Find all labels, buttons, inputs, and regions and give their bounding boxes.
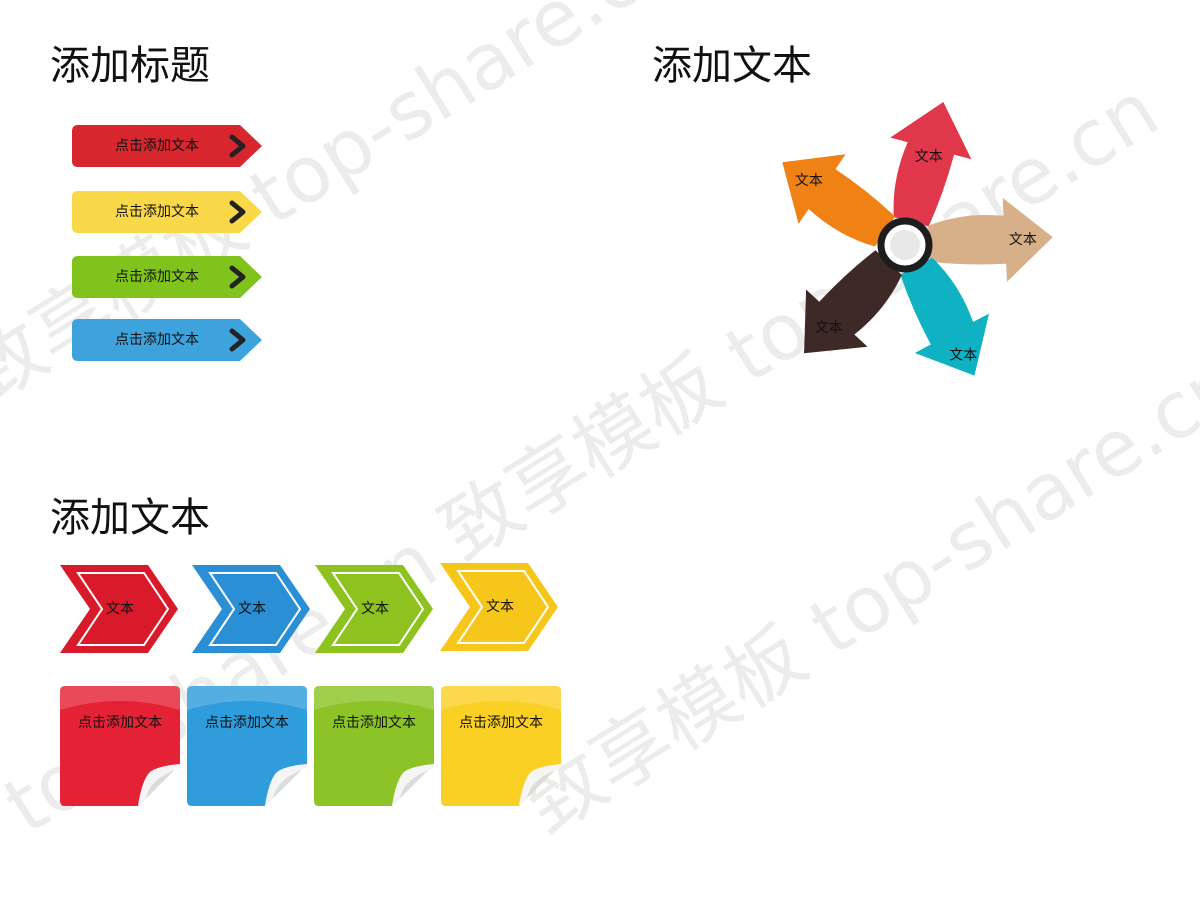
chevron-shape bbox=[192, 565, 310, 653]
slide-title: 添加标题 bbox=[50, 43, 210, 89]
pinwheel-arrow[interactable]: 文本 bbox=[773, 234, 919, 382]
sticky-note-shape bbox=[314, 686, 434, 806]
pinwheel-arrow-label: 文本 bbox=[1009, 232, 1037, 248]
sticky-note[interactable]: 点击添加文本 bbox=[441, 686, 561, 806]
sticky-note-label: 点击添加文本 bbox=[205, 715, 289, 731]
sticky-note-shape bbox=[60, 686, 180, 806]
chevron-label: 文本 bbox=[106, 601, 134, 617]
tag-item[interactable]: 点击添加文本 bbox=[72, 125, 262, 167]
chevron-label: 文本 bbox=[486, 599, 514, 615]
chevron-shape bbox=[60, 565, 178, 653]
tag-label: 点击添加文本 bbox=[115, 332, 199, 348]
tag-item[interactable]: 点击添加文本 bbox=[72, 256, 262, 298]
chevron-shape bbox=[440, 563, 558, 651]
pinwheel-arrow[interactable]: 文本 bbox=[759, 127, 909, 266]
sticky-note[interactable]: 点击添加文本 bbox=[314, 686, 434, 806]
sticky-note-label: 点击添加文本 bbox=[78, 715, 162, 731]
pinwheel-arrow[interactable]: 文本 bbox=[927, 195, 1055, 285]
chevron-step[interactable]: 文本 bbox=[192, 565, 312, 653]
tag-item[interactable]: 点击添加文本 bbox=[72, 191, 262, 233]
pinwheel-arrow[interactable]: 文本 bbox=[871, 91, 984, 233]
chevron-label: 文本 bbox=[361, 601, 389, 617]
pinwheel-arrow-label: 文本 bbox=[815, 320, 843, 336]
pinwheel-hub-center bbox=[890, 230, 920, 260]
sticky-note-label: 点击添加文本 bbox=[459, 715, 543, 731]
tag-label: 点击添加文本 bbox=[115, 269, 199, 285]
chevron-step[interactable]: 文本 bbox=[315, 565, 435, 653]
sticky-note-shape bbox=[441, 686, 561, 806]
tag-shape bbox=[72, 256, 262, 298]
pinwheel-arrow-label: 文本 bbox=[915, 149, 943, 165]
tag-label: 点击添加文本 bbox=[115, 204, 199, 220]
sticky-note-shape bbox=[187, 686, 307, 806]
tag-shape bbox=[72, 125, 262, 167]
pinwheel-diagram: 文本 文本 文本 文本 文本 bbox=[740, 80, 1070, 410]
chevron-step[interactable]: 文本 bbox=[60, 565, 180, 653]
chevron-label: 文本 bbox=[238, 601, 266, 617]
sticky-note[interactable]: 点击添加文本 bbox=[187, 686, 307, 806]
pinwheel-arrow-label: 文本 bbox=[949, 347, 977, 363]
pinwheel-arrow[interactable]: 文本 bbox=[879, 246, 1011, 395]
section-title-bottom: 添加文本 bbox=[50, 495, 210, 541]
chevron-shape bbox=[315, 565, 433, 653]
pinwheel-arrow-label: 文本 bbox=[795, 173, 823, 189]
sticky-note-label: 点击添加文本 bbox=[332, 715, 416, 731]
section-title-right: 添加文本 bbox=[652, 43, 812, 89]
chevron-step[interactable]: 文本 bbox=[440, 563, 560, 651]
sticky-note[interactable]: 点击添加文本 bbox=[60, 686, 180, 806]
tag-label: 点击添加文本 bbox=[115, 138, 199, 154]
tag-item[interactable]: 点击添加文本 bbox=[72, 319, 262, 361]
tag-shape bbox=[72, 191, 262, 233]
tag-shape bbox=[72, 319, 262, 361]
